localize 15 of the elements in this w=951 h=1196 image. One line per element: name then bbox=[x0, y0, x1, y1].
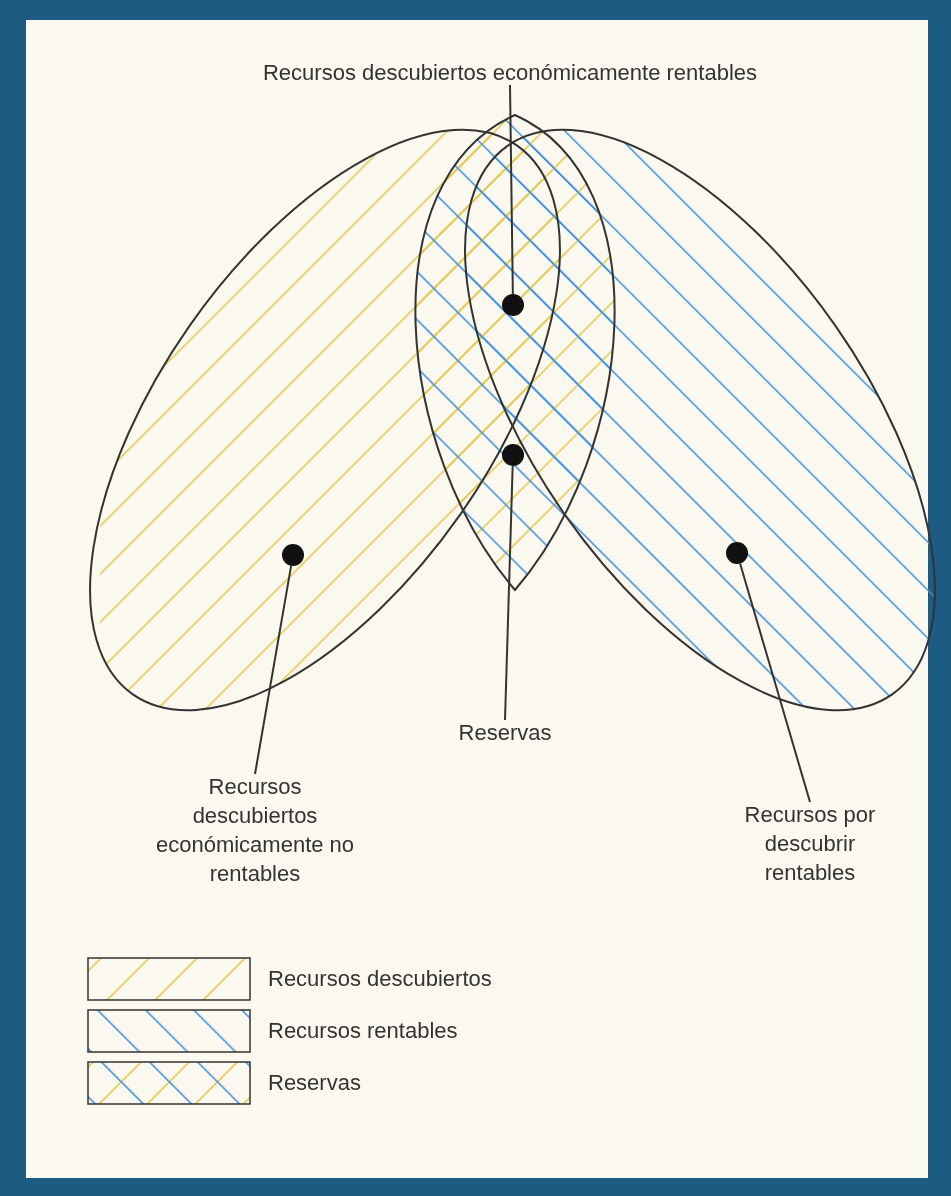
dot-marker bbox=[282, 544, 304, 566]
dot-marker bbox=[502, 294, 524, 316]
leader-line bbox=[509, 84, 514, 295]
leader-line bbox=[254, 564, 293, 775]
region-label: Recursos descubiertos económicamente rentables bbox=[160, 58, 860, 87]
dot-marker bbox=[726, 542, 748, 564]
region-label: Recursos descubiertos económicamente no rentables bbox=[150, 772, 360, 888]
leader-line bbox=[739, 562, 811, 803]
leader-line bbox=[504, 465, 514, 721]
legend-label: Recursos rentables bbox=[268, 1018, 458, 1044]
region-label: Recursos por descubrir rentables bbox=[740, 800, 880, 887]
dot-marker bbox=[502, 444, 524, 466]
legend-label: Recursos descubiertos bbox=[268, 966, 492, 992]
legend-label: Reservas bbox=[268, 1070, 361, 1096]
region-label: Reservas bbox=[405, 718, 605, 747]
